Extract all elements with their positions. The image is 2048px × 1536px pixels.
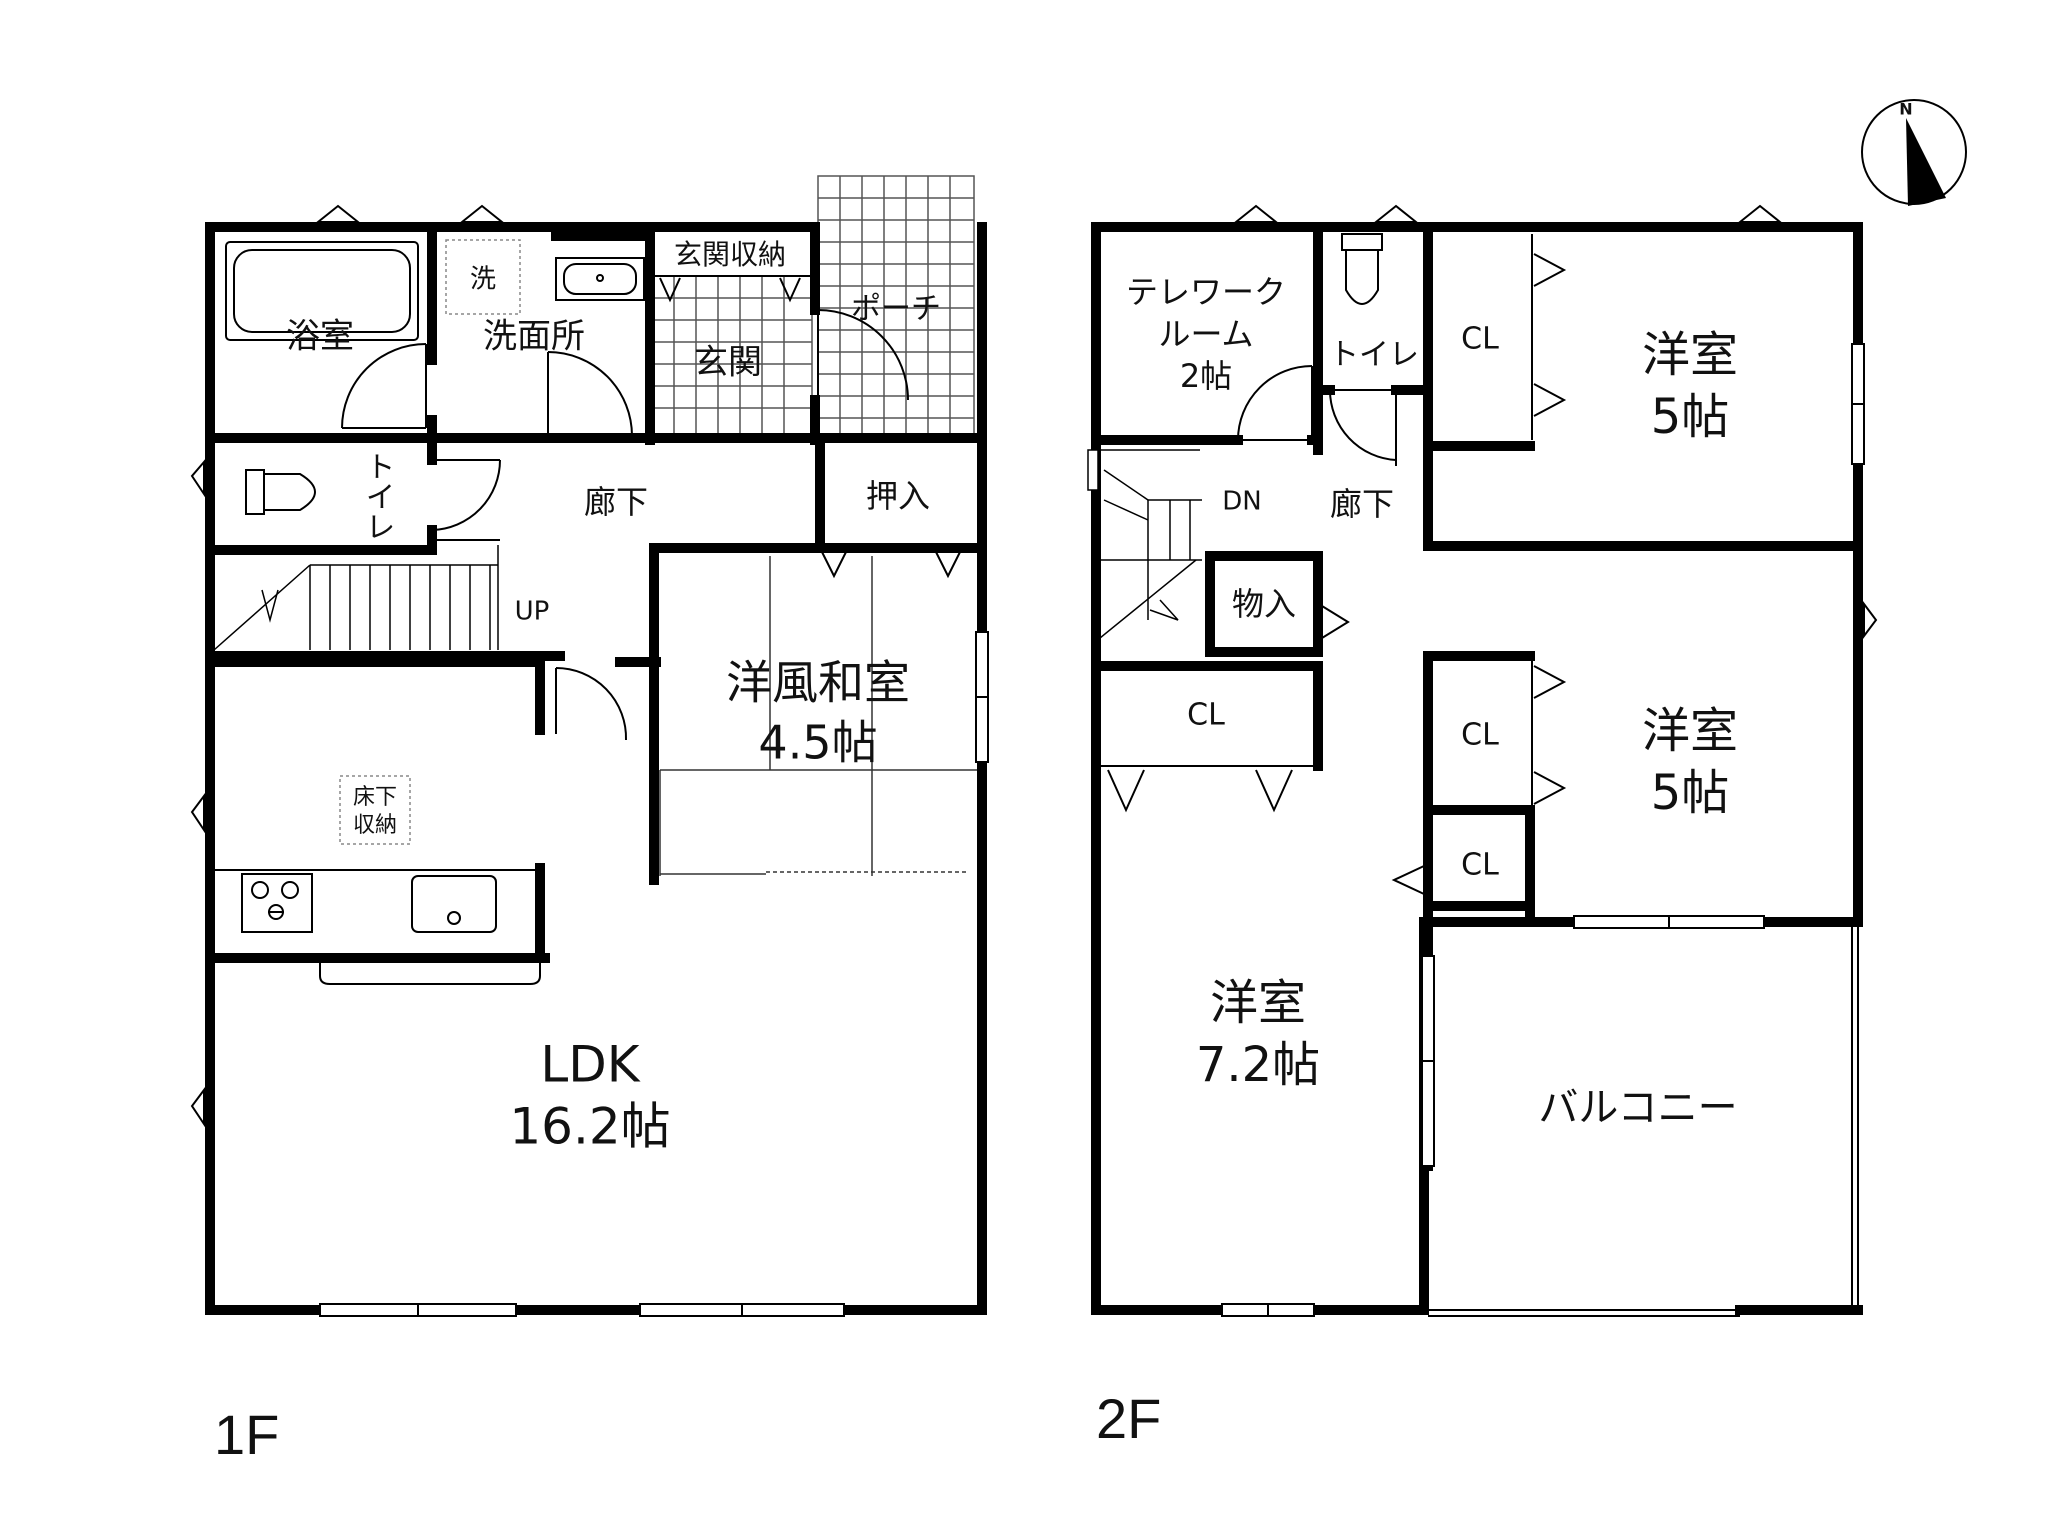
floor-2f: テレワーク ルーム 2帖 トイレ CL 洋室 5帖 DN 廊下 物入 CL CL… (1087, 204, 1878, 1450)
ldk-door (555, 667, 628, 741)
label-porch: ポーチ (851, 292, 941, 327)
label-telework-2: ルーム (1158, 315, 1253, 353)
windows-2f (1221, 343, 1865, 1317)
washroom-door (547, 351, 633, 437)
label-toilet-1f: トイレ (360, 451, 395, 541)
stairs-1f (213, 545, 499, 651)
toilet-fixture-2f (1328, 233, 1397, 466)
label-hall-1f: 廊下 (584, 483, 648, 521)
oshiire-doors (821, 551, 961, 579)
label-underfloor-1: 床下 (353, 785, 397, 810)
label-washitsu-size: 4.5帖 (758, 716, 877, 770)
floor-label-2f: 2F (1096, 1387, 1161, 1450)
underfloor-storage-box (339, 775, 411, 845)
porch-tiles (817, 175, 975, 441)
vents-1f (190, 204, 505, 1128)
label-hall-2f: 廊下 (1330, 485, 1394, 523)
label-cl-small: CL (1461, 848, 1499, 883)
closet-doors-2f (1100, 234, 1567, 895)
label-balcony: バルコニー (1538, 1085, 1737, 1131)
stairs-2f (1087, 449, 1202, 650)
entrance-door (817, 309, 909, 401)
label-washroom: 洗面所 (483, 317, 585, 357)
label-underfloor-2: 収納 (353, 813, 397, 838)
toilet-fixture-1f (245, 469, 316, 515)
label-room-ne-name: 洋室 (1642, 327, 1738, 383)
bath-door (341, 343, 427, 429)
label-bath: 浴室 (286, 317, 354, 357)
label-room-ne-size: 5帖 (1651, 389, 1730, 445)
label-ldk-size: 16.2帖 (509, 1098, 670, 1156)
washing-machine-space (445, 239, 521, 315)
kitchen-counter (213, 869, 541, 985)
label-washitsu-name: 洋風和室 (726, 656, 910, 710)
entrance-tiles (651, 275, 813, 437)
label-cl-mid-left: CL (1187, 698, 1225, 733)
label-cl-top: CL (1461, 322, 1499, 357)
label-stair-dn: DN (1222, 487, 1261, 517)
label-room-sw-name: 洋室 (1210, 975, 1306, 1031)
balcony-rail (1428, 922, 1859, 1317)
tatami-lines (659, 556, 978, 876)
label-toilet-2f: トイレ (1329, 338, 1419, 373)
floor-label-1f: 1F (214, 1403, 279, 1466)
label-telework-1: テレワーク (1126, 273, 1286, 311)
label-entrance: 玄関 (694, 343, 762, 383)
north-arrow-icon (1906, 118, 1946, 206)
bathtub (225, 241, 419, 341)
label-entrance-storage: 玄関収納 (674, 238, 786, 271)
label-room-e-size: 5帖 (1651, 765, 1730, 821)
label-room-e-name: 洋室 (1642, 703, 1738, 759)
label-room-sw-size: 7.2帖 (1196, 1037, 1320, 1093)
vents-2f (1233, 204, 1878, 639)
floor-1f: 浴室 洗 洗面所 玄関収納 ポーチ 玄関 トイレ 廊下 押入 UP 洋風和室 4… (190, 175, 989, 1466)
label-storage-2f: 物入 (1232, 585, 1296, 623)
label-wash-mark: 洗 (470, 265, 496, 295)
toilet-door-1f (430, 459, 501, 541)
telework-door (1237, 365, 1313, 441)
compass: N (1861, 99, 1967, 206)
label-telework-size: 2帖 (1180, 357, 1232, 395)
wash-basin (555, 257, 645, 301)
label-stair-up: UP (515, 597, 550, 627)
label-cl-mid-right: CL (1461, 718, 1499, 753)
label-ldk-name: LDK (540, 1036, 640, 1094)
compass-north-label: N (1899, 100, 1912, 119)
label-oshiire: 押入 (866, 477, 930, 515)
entrance-storage-lines (652, 275, 812, 303)
windows-1f (319, 631, 989, 1317)
